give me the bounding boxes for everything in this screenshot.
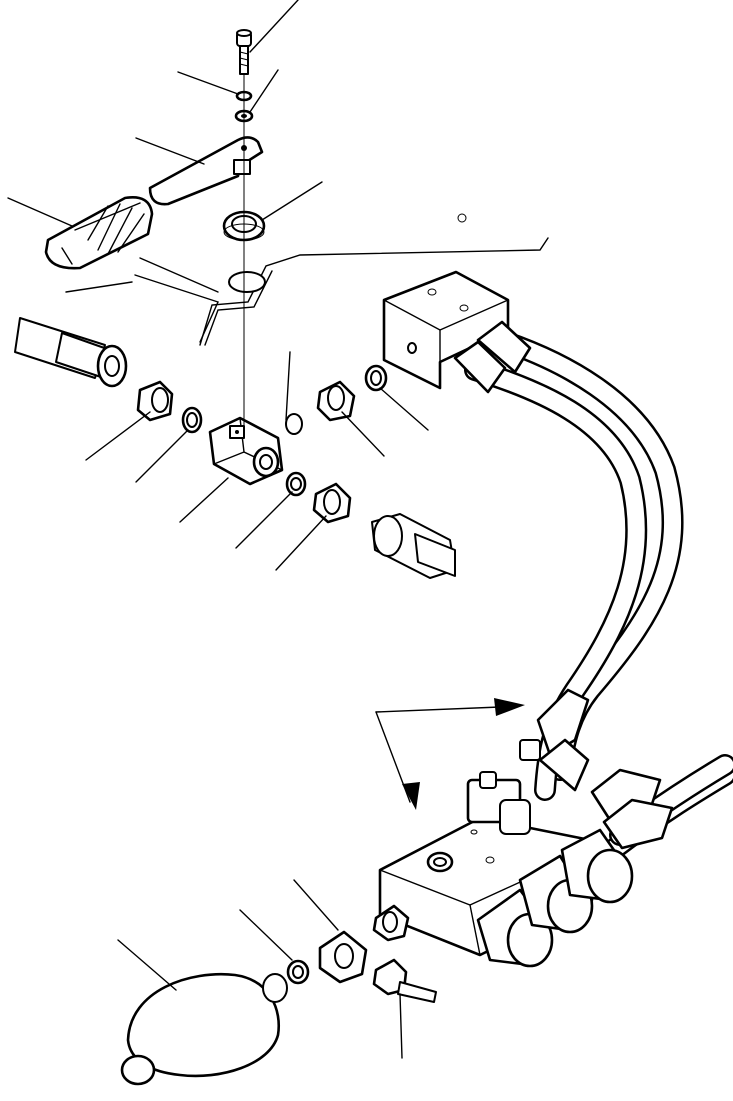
fitting-lower bbox=[314, 484, 350, 522]
o-ring-lower bbox=[287, 473, 305, 495]
valve-port-fitting bbox=[374, 906, 408, 940]
valve-spool-3 bbox=[562, 830, 632, 902]
hose-left bbox=[15, 318, 126, 386]
hose-end-upper bbox=[455, 322, 530, 392]
tee-block bbox=[210, 418, 282, 484]
lock-plate bbox=[150, 137, 262, 204]
hose-lower bbox=[372, 514, 455, 578]
o-ring-upper-right bbox=[366, 366, 386, 390]
fitting-left bbox=[138, 382, 172, 420]
leader-lines bbox=[8, 0, 428, 1058]
bolt bbox=[237, 30, 251, 74]
accumulator bbox=[122, 974, 287, 1084]
adapter-bottom bbox=[374, 960, 436, 1002]
fitting-upper-right bbox=[318, 382, 354, 420]
hose-fittings-right bbox=[538, 690, 672, 848]
arrow-down bbox=[402, 782, 420, 810]
arrows bbox=[376, 698, 525, 810]
floor-plate bbox=[135, 214, 548, 345]
rubber-boot bbox=[46, 197, 152, 268]
arrow-right bbox=[494, 698, 525, 716]
o-ring-small bbox=[286, 414, 302, 434]
o-ring-accumulator bbox=[288, 961, 308, 983]
adapter-accumulator bbox=[320, 932, 366, 982]
o-ring-left bbox=[183, 408, 201, 432]
